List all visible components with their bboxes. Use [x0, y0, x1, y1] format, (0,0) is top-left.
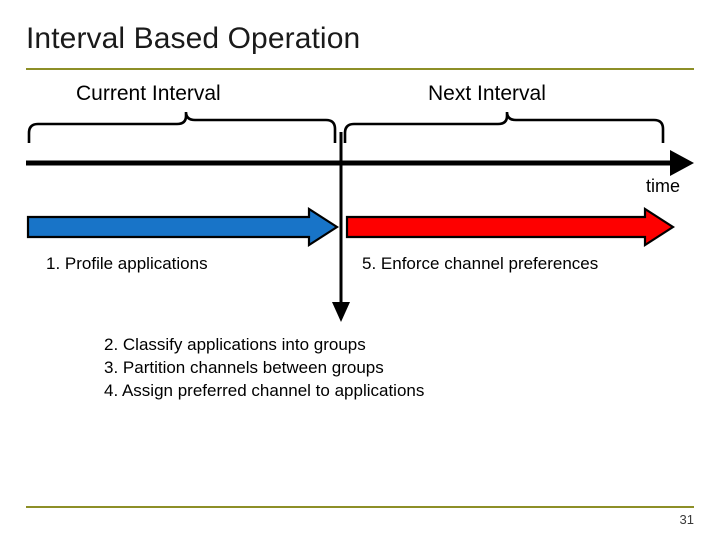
- brace-current-interval: [27, 111, 337, 143]
- page-number: 31: [679, 512, 694, 527]
- axis-label-time: time: [646, 176, 681, 196]
- caption-phase-enforce: 5. Enforce channel preferences: [362, 254, 599, 273]
- list-item: 3. Partition channels between groups: [104, 358, 384, 377]
- brace-next-interval: [343, 111, 665, 143]
- page-title: Interval Based Operation: [26, 22, 361, 55]
- phase-arrow-profile: [26, 207, 339, 247]
- steps-list: 2. Classify applications into groups 3. …: [104, 333, 424, 402]
- label-next-interval: Next Interval: [428, 82, 546, 105]
- label-current-interval: Current Interval: [76, 82, 221, 105]
- title-divider: [26, 68, 694, 70]
- footer-divider: [26, 506, 694, 508]
- phase-arrow-enforce: [345, 207, 675, 247]
- list-item: 2. Classify applications into groups: [104, 335, 366, 354]
- time-axis-arrow: [26, 150, 694, 176]
- caption-phase-profile: 1. Profile applications: [46, 254, 208, 273]
- list-item: 4. Assign preferred channel to applicati…: [104, 381, 425, 400]
